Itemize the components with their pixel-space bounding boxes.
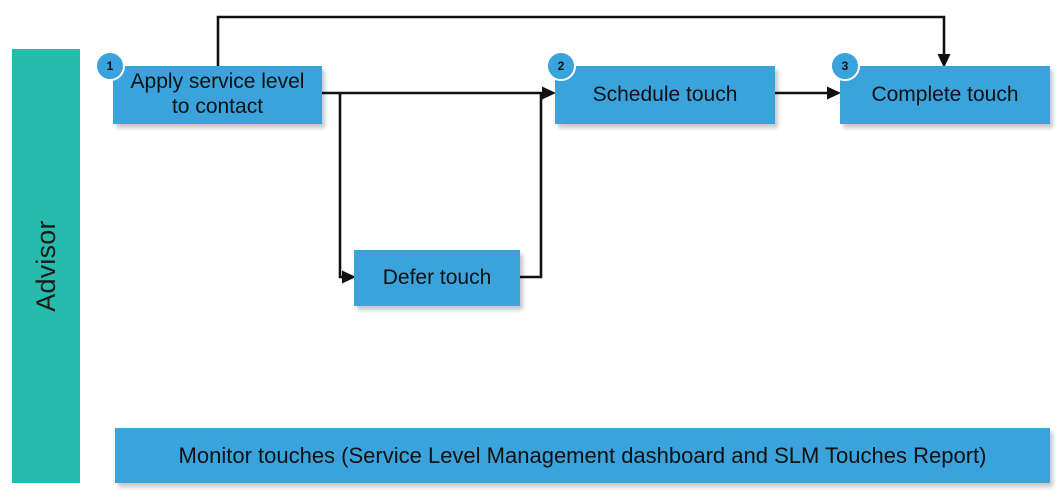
node-defer-touch[interactable]: Defer touch <box>354 250 520 306</box>
node-schedule-touch[interactable]: Schedule touch <box>555 66 775 124</box>
step-badge-3: 3 <box>830 51 860 81</box>
connector-defer-to-schedule <box>520 93 543 279</box>
node-complete-touch[interactable]: Complete touch <box>840 66 1050 124</box>
connector-apply-to-defer <box>338 94 345 279</box>
swimlane-advisor: Advisor <box>12 49 80 483</box>
arrowhead-into-schedule <box>542 86 556 100</box>
node-monitor-touches[interactable]: Monitor touches (Service Level Managemen… <box>115 428 1050 483</box>
step-badge-2: 2 <box>546 51 576 81</box>
swimlane-label: Advisor <box>31 220 61 312</box>
arrowhead-into-complete-left <box>827 86 841 100</box>
step-badge-1: 1 <box>95 51 125 81</box>
node-apply-service-level[interactable]: Apply service level to contact <box>113 66 322 124</box>
